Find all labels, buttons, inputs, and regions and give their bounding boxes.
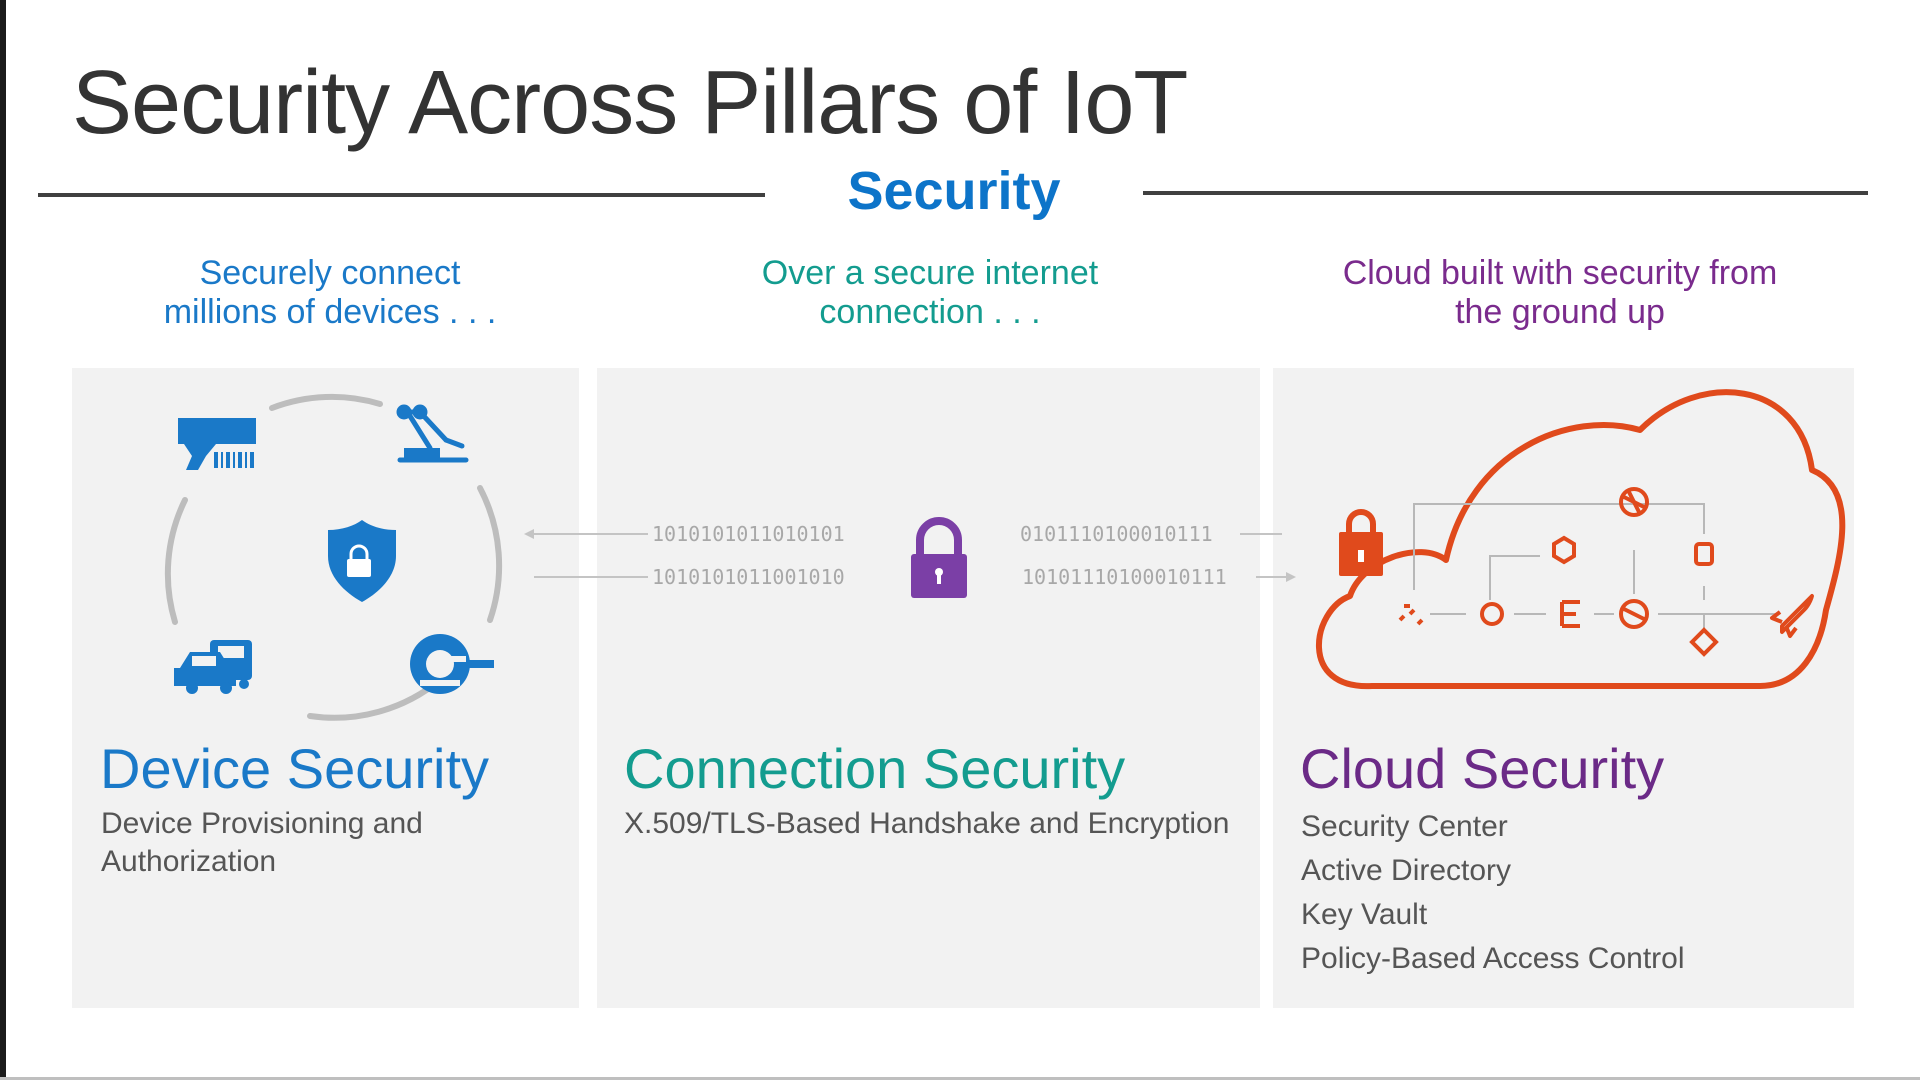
- binary-left-bottom: 1010101011001010: [652, 565, 845, 589]
- cloud-item-policy-access-control: Policy-Based Access Control: [1301, 942, 1685, 975]
- bottom-edge-bar: [0, 1077, 1920, 1080]
- cloud-item-key-vault: Key Vault: [1301, 898, 1428, 931]
- connection-tagline: Over a secure internet connection . . .: [761, 254, 1099, 331]
- left-edge-bar: [0, 0, 6, 1080]
- device-security-title: Device Security: [100, 737, 490, 800]
- slide-title: Security Across Pillars of IoT: [72, 53, 1188, 153]
- cloud-security-title: Cloud Security: [1300, 737, 1665, 800]
- connection-security-title: Connection Security: [624, 737, 1126, 800]
- device-panel: [72, 368, 579, 1008]
- binary-right-bottom: 10101110100010111: [1022, 565, 1227, 589]
- cloud-item-active-directory: Active Directory: [1301, 854, 1512, 887]
- section-label: Security: [847, 161, 1061, 221]
- title-rule-right: [1143, 191, 1868, 195]
- cloud-item-security-center: Security Center: [1301, 810, 1508, 843]
- device-security-description: Device Provisioning and Authorization: [101, 807, 423, 878]
- binary-right-top: 0101110100010111: [1020, 522, 1213, 546]
- connection-security-description: X.509/TLS-Based Handshake and Encryption: [624, 807, 1230, 840]
- device-tagline: Securely connect millions of devices . .…: [163, 254, 497, 331]
- cloud-tagline: Cloud built with security from the groun…: [1342, 254, 1778, 331]
- cloud-security-list: Security Center Active Directory Key Vau…: [1301, 805, 1685, 981]
- title-rule-left: [38, 193, 765, 197]
- connection-panel: [597, 368, 1260, 1008]
- binary-left-top: 1010101011010101: [652, 522, 845, 546]
